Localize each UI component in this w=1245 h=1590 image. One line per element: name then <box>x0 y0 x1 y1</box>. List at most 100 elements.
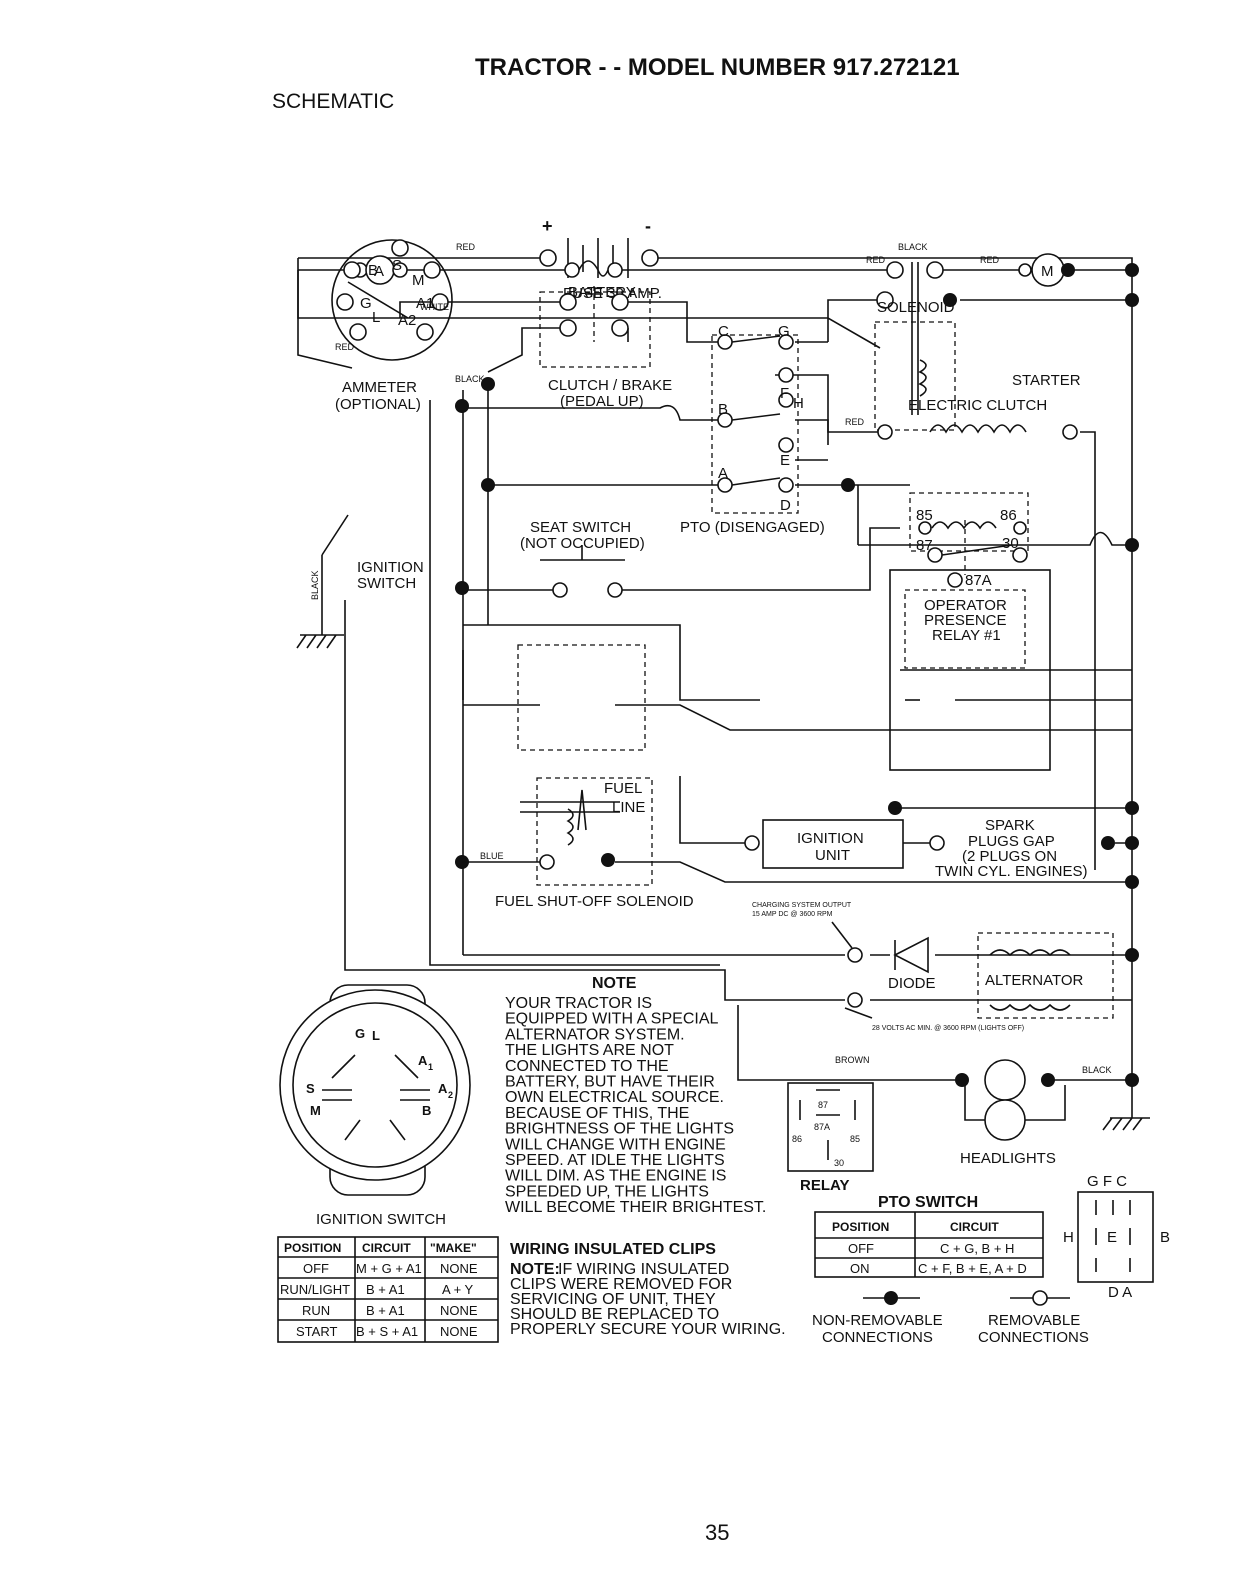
page-title: TRACTOR - - MODEL NUMBER 917.272121 <box>475 54 960 81</box>
wire-black-ign: BLACK <box>455 374 485 384</box>
ign-r2c0: RUN <box>302 1303 330 1318</box>
spark-label-4: TWIN CYL. ENGINES) <box>935 863 1088 880</box>
note-line: WILL CHANGE WITH ENGINE <box>505 1136 726 1153</box>
ignition-unit: IGNITION UNIT <box>615 776 1132 883</box>
alternator-label: ALTERNATOR <box>985 972 1084 989</box>
starter-label: STARTER <box>1012 372 1081 389</box>
ign-r0c2: NONE <box>440 1261 478 1276</box>
ign-h0: POSITION <box>284 1241 341 1255</box>
ign-h2: "MAKE" <box>430 1241 477 1255</box>
relay-85: 85 <box>916 507 933 524</box>
clips-heading: WIRING INSULATED CLIPS <box>510 1241 716 1258</box>
pto-term-c: C <box>718 323 729 340</box>
ign-h1: CIRCUIT <box>362 1241 411 1255</box>
pto-pin-b: B <box>1160 1229 1170 1246</box>
pto-r0c1: C + G, B + H <box>940 1241 1014 1256</box>
connections-legend: NON-REMOVABLE CONNECTIONS REMOVABLE CONN… <box>812 1290 1089 1346</box>
headlights-label: HEADLIGHTS <box>960 1150 1056 1167</box>
pto-term-h: H <box>793 395 804 412</box>
electric-clutch-label: ELECTRIC CLUTCH <box>908 397 1047 414</box>
ignition-table: POSITION CIRCUIT "MAKE" OFF M + G + A1 N… <box>277 1236 499 1343</box>
clips-line: SERVICING OF UNIT, THEY <box>510 1291 716 1308</box>
page-number: 35 <box>705 1520 729 1545</box>
ign-r3c2: NONE <box>440 1324 478 1339</box>
note-line: YOUR TRACTOR IS <box>505 995 652 1012</box>
clips-line: IF WIRING INSULATED <box>558 1261 729 1278</box>
clips-line: SHOULD BE REPLACED TO <box>510 1306 719 1323</box>
pto-term-e: E <box>780 452 790 469</box>
relay-87: 87 <box>916 537 933 554</box>
ignition-switch-label-2: SWITCH <box>357 575 416 592</box>
wire-red-solenoid: RED <box>866 255 886 265</box>
note-heading: NOTE <box>592 975 637 992</box>
ign-term-l: L <box>372 309 380 326</box>
ign-r0c0: OFF <box>303 1261 329 1276</box>
pto-term-g: G <box>778 323 790 340</box>
note-line: OWN ELECTRICAL SOURCE. <box>505 1089 724 1106</box>
pto-switch-schematic: C G F H B E A D PTO (DISENGAGED) <box>680 323 825 536</box>
relay-86: 86 <box>1000 507 1017 524</box>
alternator: ALTERNATOR <box>985 948 1139 1011</box>
wire-blue: BLUE <box>480 851 504 861</box>
pto-pins-top: G F C <box>1087 1173 1127 1190</box>
ammeter: A AMMETER (OPTIONAL) <box>335 255 421 413</box>
alternator-ac-label: 28 VOLTS AC MIN. @ 3600 RPM (LIGHTS OFF) <box>872 1025 1024 1032</box>
clutch-brake-label: CLUTCH / BRAKE <box>548 377 672 394</box>
ign-term-g: G <box>360 295 372 312</box>
note-line: ALTERNATOR SYSTEM. <box>505 1026 685 1043</box>
pto-r1c1: C + F, B + E, A + D <box>918 1261 1027 1276</box>
ign-r1c1: B + A1 <box>366 1282 405 1297</box>
solenoid-label: SOLENOID <box>877 299 955 316</box>
relay-label-1: OPERATOR <box>924 597 1007 614</box>
ign-r1c2: A + Y <box>442 1282 474 1297</box>
starter: M STARTER <box>1012 253 1081 389</box>
ign-r2c2: NONE <box>440 1303 478 1318</box>
pto-table-title: PTO SWITCH <box>878 1194 978 1211</box>
ign-r1c0: RUN/LIGHT <box>280 1282 350 1297</box>
note-line: BECAUSE OF THIS, THE <box>505 1105 689 1122</box>
face-g: G <box>355 1026 365 1041</box>
pto-pin-e: E <box>1107 1229 1117 1246</box>
ignition-switch-label: IGNITION <box>357 559 424 576</box>
ign-term-b: B <box>368 262 378 279</box>
relay-30: 30 <box>1002 535 1019 552</box>
charging-label-1: CHARGING SYSTEM OUTPUT <box>752 902 852 909</box>
clutch-brake-switch: CLUTCH / BRAKE (PEDAL UP) <box>548 286 672 410</box>
fuse: FUSE 30 AMP. <box>563 260 662 302</box>
pin-87: 87 <box>818 1100 828 1110</box>
ammeter-optional: (OPTIONAL) <box>335 396 421 413</box>
pto-disengaged-label: PTO (DISENGAGED) <box>680 519 825 536</box>
face-b: B <box>422 1103 431 1118</box>
fuel-shutoff-solenoid: FUEL LINE BLUE FUEL SHUT-OFF SOLENOID <box>455 780 694 910</box>
pto-pins-bottom: D A <box>1108 1284 1132 1301</box>
headlights: BROWN BLACK HEADLIGHTS <box>835 1055 1112 1167</box>
note-line: THE LIGHTS ARE NOT <box>505 1042 674 1059</box>
pto-pin-h: H <box>1063 1229 1074 1246</box>
spark-plugs: SPARK PLUGS GAP (2 PLUGS ON TWIN CYL. EN… <box>935 817 1088 880</box>
pto-r0c0: OFF <box>848 1241 874 1256</box>
pto-table: PTO SWITCH POSITION CIRCUIT OFF C + G, B… <box>814 1194 1044 1278</box>
wire-black-headlight: BLACK <box>1082 1065 1112 1075</box>
ammeter-label: AMMETER <box>342 379 417 396</box>
relay-87a: 87A <box>965 572 992 589</box>
face-a1-sub: 1 <box>428 1062 433 1072</box>
charging-label-2: 15 AMP DC @ 3600 RPM <box>752 911 833 918</box>
seat-switch: SEAT SWITCH (NOT OCCUPIED) <box>455 478 645 598</box>
note-line: WILL BECOME THEIR BRIGHTEST. <box>505 1199 766 1216</box>
starter-m: M <box>1041 263 1054 280</box>
relay-label-3: RELAY #1 <box>932 627 1001 644</box>
face-a2: A <box>438 1081 448 1096</box>
relay-pinout: 87 87A 86 85 30 RELAY <box>787 1082 874 1194</box>
ign-term-m: M <box>412 272 425 289</box>
clutch-brake-label-2: (PEDAL UP) <box>560 393 644 410</box>
face-l: L <box>372 1028 380 1043</box>
seat-switch-label: SEAT SWITCH <box>530 519 631 536</box>
face-m: M <box>310 1103 321 1118</box>
wire-black-ground: BLACK <box>310 570 320 600</box>
spark-label-1: SPARK <box>985 817 1035 834</box>
pto-h1: CIRCUIT <box>950 1220 999 1234</box>
pto-term-d: D <box>780 497 791 514</box>
pto-r1c0: ON <box>850 1261 870 1276</box>
